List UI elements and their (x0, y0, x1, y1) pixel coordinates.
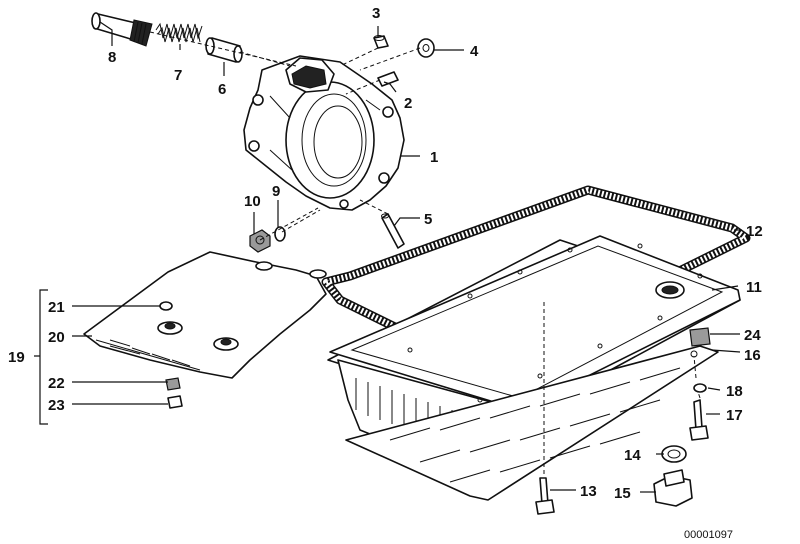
callout-24: 24 (744, 327, 761, 344)
dowel-part (377, 71, 399, 87)
washer-right-part (693, 383, 707, 393)
diagram-part-number: 00001097 (684, 529, 733, 541)
shield-part (83, 251, 327, 379)
callout-7: 7 (174, 67, 182, 84)
callout-6: 6 (218, 81, 226, 98)
leader-lines (34, 21, 742, 493)
drain-plug-part (653, 469, 693, 507)
callout-11: 11 (746, 279, 762, 296)
callout-9: 9 (272, 183, 280, 200)
callout-14: 14 (624, 447, 641, 464)
spring-part (155, 22, 203, 43)
screw-small-part (167, 395, 183, 409)
callout-2: 2 (404, 95, 412, 112)
washer-part (417, 38, 435, 58)
washer-small-part (274, 226, 286, 242)
bolt-part (535, 477, 555, 515)
callout-1: 1 (430, 149, 438, 166)
callout-8: 8 (108, 49, 116, 66)
callout-3: 3 (372, 5, 380, 22)
plunger-part (91, 12, 153, 47)
callout-10: 10 (244, 193, 261, 210)
gasket-part (321, 185, 751, 369)
pin-part (373, 35, 389, 49)
dowel-pin-part (381, 213, 405, 249)
callout-17: 17 (726, 407, 743, 424)
nut-small-part (165, 377, 181, 391)
callout-20: 20 (48, 329, 65, 346)
callout-19: 19 (8, 349, 25, 366)
callout-13: 13 (580, 483, 597, 500)
callout-labels: 1 2 3 4 5 6 7 8 9 10 11 12 13 14 15 16 1… (8, 5, 763, 502)
pump-housing-part (243, 55, 405, 211)
screw-right-part (689, 399, 709, 441)
callout-18: 18 (726, 383, 743, 400)
callout-5: 5 (424, 211, 432, 228)
callout-23: 23 (48, 397, 65, 414)
sleeve-part (205, 37, 243, 63)
baffle-plate-part (345, 345, 719, 501)
callout-12: 12 (746, 223, 763, 240)
callout-22: 22 (48, 375, 65, 392)
callout-21: 21 (48, 299, 65, 316)
callout-16: 16 (744, 347, 761, 364)
callout-4: 4 (470, 43, 479, 60)
seal-ring-part (661, 445, 687, 463)
nut-part (249, 229, 271, 253)
callout-15: 15 (614, 485, 631, 502)
